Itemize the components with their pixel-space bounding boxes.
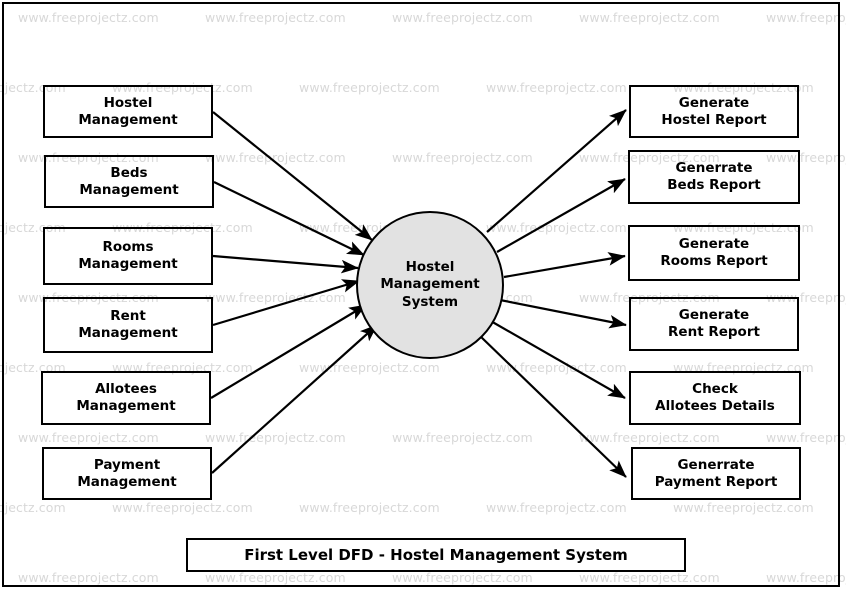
entity-label: Allotees Management: [76, 381, 176, 414]
entity-label: Beds Management: [79, 164, 179, 198]
flow-arrow-generate-rooms-report: [503, 252, 626, 279]
flow-arrow-allotees-management: [210, 304, 367, 399]
flow-arrow-payment-management: [211, 324, 378, 474]
input-entity-rent-management[interactable]: Rent Management: [43, 297, 213, 353]
input-entity-hostel-management[interactable]: Hostel Management: [43, 85, 213, 138]
output-flow-group: [478, 109, 627, 478]
entity-label: Rent Management: [78, 308, 178, 341]
entity-label: Generate Rooms Report: [660, 236, 768, 269]
input-entity-beds-management[interactable]: Beds Management: [44, 155, 214, 208]
input-entity-rooms-management[interactable]: Rooms Management: [43, 227, 213, 285]
entity-label: Hostel Management: [78, 94, 178, 128]
entity-label: Generate Rent Report: [668, 307, 760, 340]
process-hostel-management-system[interactable]: Hostel Management System: [356, 211, 504, 359]
flow-arrow-generrate-beds-report: [496, 178, 626, 253]
flow-arrow-generate-hostel-report: [486, 109, 627, 233]
entity-label: Generrate Payment Report: [654, 456, 778, 490]
output-entity-generate-rent-report[interactable]: Generate Rent Report: [629, 297, 799, 351]
flow-arrow-generrate-payment-report: [478, 334, 627, 478]
flow-arrow-rooms-management: [212, 254, 359, 274]
output-entity-generrate-payment-report[interactable]: Generrate Payment Report: [631, 447, 801, 500]
output-entity-check-allotees-details[interactable]: Check Allotees Details: [629, 371, 801, 425]
diagram-outer-border: [2, 2, 840, 587]
input-entity-allotees-management[interactable]: Allotees Management: [41, 371, 211, 425]
entity-label: Rooms Management: [78, 239, 178, 272]
entity-label: Generrate Beds Report: [667, 160, 761, 193]
entity-label: Generate Hostel Report: [661, 94, 767, 128]
output-entity-generate-rooms-report[interactable]: Generate Rooms Report: [628, 225, 800, 281]
diagram-caption-box: First Level DFD - Hostel Management Syst…: [186, 538, 686, 572]
diagram-caption-text: First Level DFD - Hostel Management Syst…: [244, 546, 628, 564]
flow-arrow-rent-management: [212, 279, 360, 327]
flow-arrow-hostel-management: [212, 111, 373, 241]
flow-arrow-check-allotees-details: [488, 319, 626, 399]
input-flow-group: [210, 111, 378, 474]
flow-arrow-beds-management: [213, 181, 365, 256]
entity-label: Payment Management: [77, 456, 177, 490]
entity-label: Check Allotees Details: [655, 381, 775, 414]
input-entity-payment-management[interactable]: Payment Management: [42, 447, 212, 500]
flow-arrow-generate-rent-report: [499, 298, 627, 329]
output-entity-generrate-beds-report[interactable]: Generrate Beds Report: [628, 150, 800, 204]
process-label: Hostel Management System: [380, 258, 480, 310]
output-entity-generate-hostel-report[interactable]: Generate Hostel Report: [629, 85, 799, 138]
